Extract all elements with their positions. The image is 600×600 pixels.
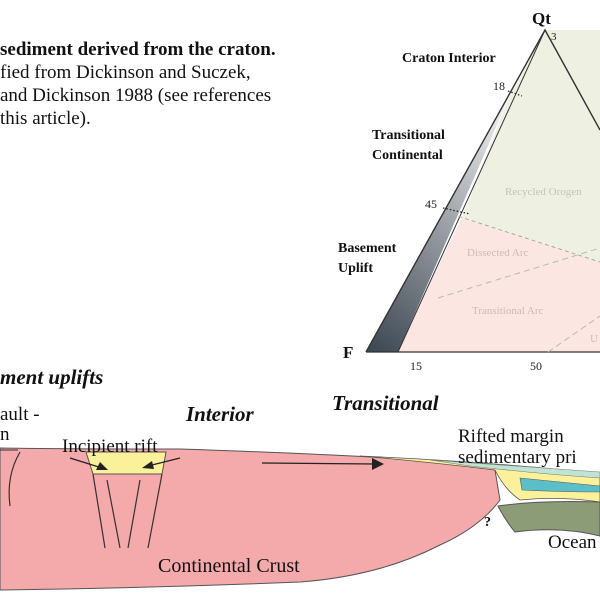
tick-label-50: 50 <box>530 359 542 373</box>
tick-label-18: 18 <box>493 79 505 93</box>
interior-transitional-arrow-head <box>372 458 384 470</box>
tick-line-45 <box>442 207 471 215</box>
boundary-recycled-arc <box>444 211 600 263</box>
apex-label-qt: Qt <box>532 9 551 28</box>
oceanic-crust <box>497 501 600 537</box>
label-uplift: Uplift <box>338 261 373 276</box>
interior-transitional-arrow <box>261 462 376 465</box>
label-transitional-arc: Transitional Arc <box>472 305 544 317</box>
caption-block: sediment derived from the craton. fied f… <box>0 38 360 130</box>
sediment-band-pale <box>429 459 600 479</box>
label-fault-line-2: n <box>0 424 10 445</box>
continental-crust <box>0 447 501 591</box>
caption-line-1: sediment derived from the craton. <box>0 39 276 60</box>
label-basement-uplifts: ment uplifts <box>0 365 103 389</box>
label-basement: Basement <box>338 241 397 256</box>
label-interior: Interior <box>185 402 255 426</box>
label-continental: Continental <box>372 148 443 163</box>
fault-curve <box>8 451 21 507</box>
cross-section: ment uplifts Interior Transitional ault … <box>0 365 600 591</box>
recycled-orogen-field <box>462 30 600 262</box>
label-undissected-partial: U <box>590 333 598 345</box>
label-sedimentary-prism: sedimentary pri <box>458 447 577 468</box>
apex-label-f: F <box>343 343 353 362</box>
label-question-mark: ? <box>484 515 491 530</box>
label-recycled-orogen: Recycled Orogen <box>505 186 582 198</box>
tick-label-3: 3 <box>551 31 557 43</box>
rift-arrow-left <box>69 457 103 469</box>
rift-arrow-left-head <box>96 462 108 470</box>
bar-inner-edge <box>397 29 546 353</box>
rift-fault-2 <box>106 479 121 549</box>
caption-line-4: this article). <box>0 108 91 129</box>
ternary-diagram: Qt F 3 18 45 15 50 Craton Interior Trans… <box>338 9 600 373</box>
rift-fault-4 <box>147 473 163 549</box>
label-dissected-arc: Dissected Arc <box>467 247 529 259</box>
label-fault-line-1: ault - <box>0 404 40 425</box>
caption-line-3: and Dickinson 1988 (see references <box>0 85 272 106</box>
ocean-water <box>519 477 600 493</box>
label-ocean: Ocean <box>548 532 597 553</box>
rift-arrow-right <box>147 457 181 467</box>
label-rifted-margin: Rifted margin <box>458 426 564 447</box>
tick-label-15: 15 <box>410 359 422 373</box>
label-transitional-margin: Transitional <box>332 391 439 415</box>
caption-line-2: fied from Dickinson and Suczek, <box>0 62 251 83</box>
tick-label-45: 45 <box>425 197 437 211</box>
label-craton-interior: Craton Interior <box>402 51 496 66</box>
tick-line-18 <box>507 90 523 97</box>
label-transitional: Transitional <box>372 128 445 143</box>
boundary-transitional-undissected <box>547 315 600 353</box>
label-incipient-rift: Incipient rift <box>62 436 158 457</box>
rift-fault-1 <box>92 473 106 549</box>
rift-fault-3 <box>127 479 141 549</box>
label-continental-crust: Continental Crust <box>158 555 300 577</box>
boundary-dissected-transitional <box>437 247 600 299</box>
arc-field <box>395 218 600 352</box>
rift-arrow-right-head <box>142 461 154 469</box>
